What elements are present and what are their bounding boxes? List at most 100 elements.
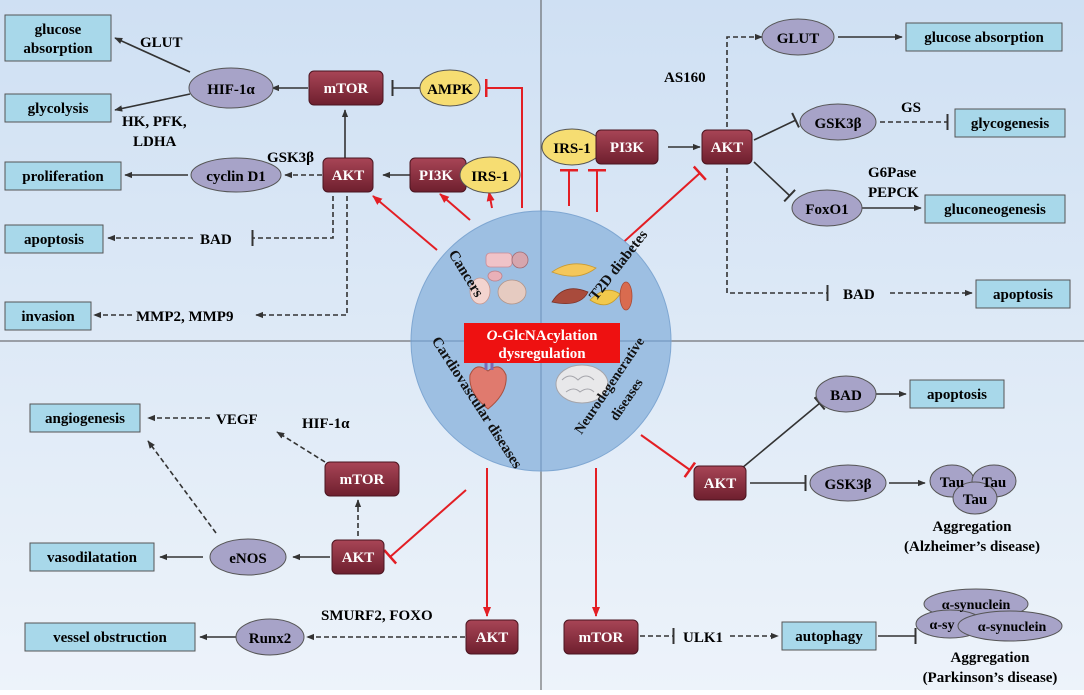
t2d-node-akt-label: AKT	[711, 140, 744, 156]
cardio-outcome-vasodilatation-box	[29, 542, 155, 572]
outcome-glucose-absorption-line1: glucose	[35, 22, 82, 38]
asyn-blob-3	[957, 610, 1063, 642]
cardio-node-enos	[209, 538, 287, 576]
node-irs1	[459, 156, 521, 194]
tau-blob-3	[952, 481, 998, 515]
cardio-outcome-vessel-box	[24, 622, 196, 652]
alz-aggregation-label: Aggregation	[933, 519, 1013, 535]
cardio-label-smurf: SMURF2, FOXO	[321, 608, 433, 624]
node-akt	[322, 157, 374, 193]
neuro-node-mtor-label: mTOR	[579, 630, 624, 646]
edge-hif-glycolysis	[114, 93, 191, 112]
t2d-label-g6pase: G6Pase	[868, 165, 917, 181]
brain-icon	[555, 364, 609, 404]
t2d-outcome-glycogenesis-box	[954, 108, 1066, 138]
red-edge-pi3k	[439, 193, 471, 221]
neuro-node-gsk3b-label: GSK3β	[824, 477, 871, 493]
neuro-node-bad	[815, 375, 877, 413]
neuro-outcome-apoptosis-box	[909, 379, 1005, 409]
neuro-node-mtor	[563, 619, 639, 655]
outcome-glucose-absorption-line2: absorption	[23, 41, 93, 57]
t2d-node-foxo1	[791, 189, 863, 227]
edge-hif-glucose	[114, 37, 191, 73]
t2d-organ-icons	[551, 263, 633, 311]
cardio-node-enos-label: eNOS	[229, 551, 267, 567]
cardio-node-runx2	[235, 618, 305, 656]
outcome-proliferation: proliferation	[22, 169, 104, 185]
asyn-label-1: α-synuclein	[942, 598, 1011, 613]
t2d-node-irs1-label: IRS-1	[553, 141, 591, 157]
outcome-glycolysis-box	[4, 93, 112, 123]
red-edge-ampk	[485, 79, 523, 208]
neuro-label-ulk1: ULK1	[683, 630, 723, 646]
cardio-label-hif1a: HIF-1α	[302, 416, 350, 432]
outcome-proliferation-box	[4, 161, 122, 191]
label-bad: BAD	[200, 232, 232, 248]
cardio-node-akt2-label: AKT	[476, 630, 509, 646]
node-cyclin-d1	[190, 157, 282, 193]
node-mtor	[308, 70, 384, 106]
outcome-glucose-absorption-box	[4, 14, 112, 62]
cardio-node-runx2-label: Runx2	[249, 631, 292, 647]
t2d-node-glut-label: GLUT	[777, 31, 820, 47]
outcome-glycolysis: glycolysis	[28, 101, 89, 117]
t2d-label-pepck: PEPCK	[868, 185, 919, 201]
t2d-node-foxo1-label: FoxO1	[805, 202, 848, 218]
tau-label-2: Tau	[982, 475, 1006, 491]
edge-akt-bad-neuro	[741, 396, 826, 469]
t2d-node-pi3k	[595, 129, 659, 165]
node-akt-label: AKT	[332, 168, 365, 184]
edge-akt-gsk3b	[753, 112, 800, 141]
park-disease-label: (Parkinson’s disease)	[923, 670, 1058, 686]
red-edge-neuro-akt	[640, 434, 697, 478]
asyn-label-3: α-synuclein	[978, 620, 1047, 635]
t2d-node-pi3k-label: PI3K	[610, 140, 645, 156]
label-glut: GLUT	[140, 35, 183, 51]
t2d-node-glut	[761, 18, 835, 56]
edge-akt-glut	[726, 33, 763, 127]
edge-akt-bad	[251, 196, 334, 246]
outcome-invasion: invasion	[21, 309, 75, 325]
center-label-line2: dysregulation	[498, 346, 586, 362]
cardio-node-akt-label: AKT	[342, 550, 375, 566]
outcome-apoptosis-box	[4, 224, 104, 254]
node-hif1a	[188, 67, 274, 109]
red-edge-irs1	[486, 191, 495, 209]
neuro-outcome-autophagy-box	[781, 621, 877, 651]
node-ampk	[419, 69, 481, 107]
cardio-node-akt2	[465, 619, 519, 655]
edge-akt-bad-t2d	[726, 168, 829, 301]
t2d-label-bad: BAD	[843, 287, 875, 303]
label-gsk3b: GSK3β	[267, 150, 314, 166]
t2d-outcome-gluconeo-box	[924, 194, 1066, 224]
red-edge-cardio-akt	[383, 489, 467, 565]
cardio-outcome-vasodilatation: vasodilatation	[47, 550, 138, 566]
asyn-label-2: α-sy	[930, 618, 955, 633]
node-ampk-label: AMPK	[427, 82, 473, 98]
node-hif1a-label: HIF-1α	[207, 82, 255, 98]
cardio-node-akt	[331, 539, 385, 575]
t2d-label-gs: GS	[901, 100, 921, 116]
center-circle-group: Cancers T2D diabetes Cardiovascular dise…	[410, 210, 672, 472]
label-hk-pfk: HK, PFK,	[122, 114, 187, 130]
center-label-line1: O-GlcNAcylation	[487, 328, 598, 344]
edge-enos-angiogenesis	[147, 440, 217, 534]
node-pi3k-label: PI3K	[419, 168, 454, 184]
neuro-node-gsk3b	[809, 464, 887, 502]
alz-disease-label: (Alzheimer’s disease)	[904, 539, 1040, 555]
neuro-node-akt	[693, 465, 747, 501]
outcome-invasion-box	[4, 301, 92, 331]
cardio-outcome-angiogenesis-box	[29, 403, 141, 433]
neuro-outcome-autophagy: autophagy	[795, 629, 863, 645]
t2d-outcome-apoptosis: apoptosis	[993, 287, 1053, 303]
red-edge-akt	[372, 195, 438, 251]
t2d-outcome-glucose-box	[905, 22, 1063, 52]
tau-label-1: Tau	[940, 475, 964, 491]
t2d-node-gsk3b	[799, 103, 877, 141]
neuro-outcome-apoptosis: apoptosis	[927, 387, 987, 403]
edge-akt-foxo1	[753, 161, 796, 203]
cancers-organ-icons	[469, 251, 529, 305]
edge-akt-mmp	[255, 196, 348, 319]
